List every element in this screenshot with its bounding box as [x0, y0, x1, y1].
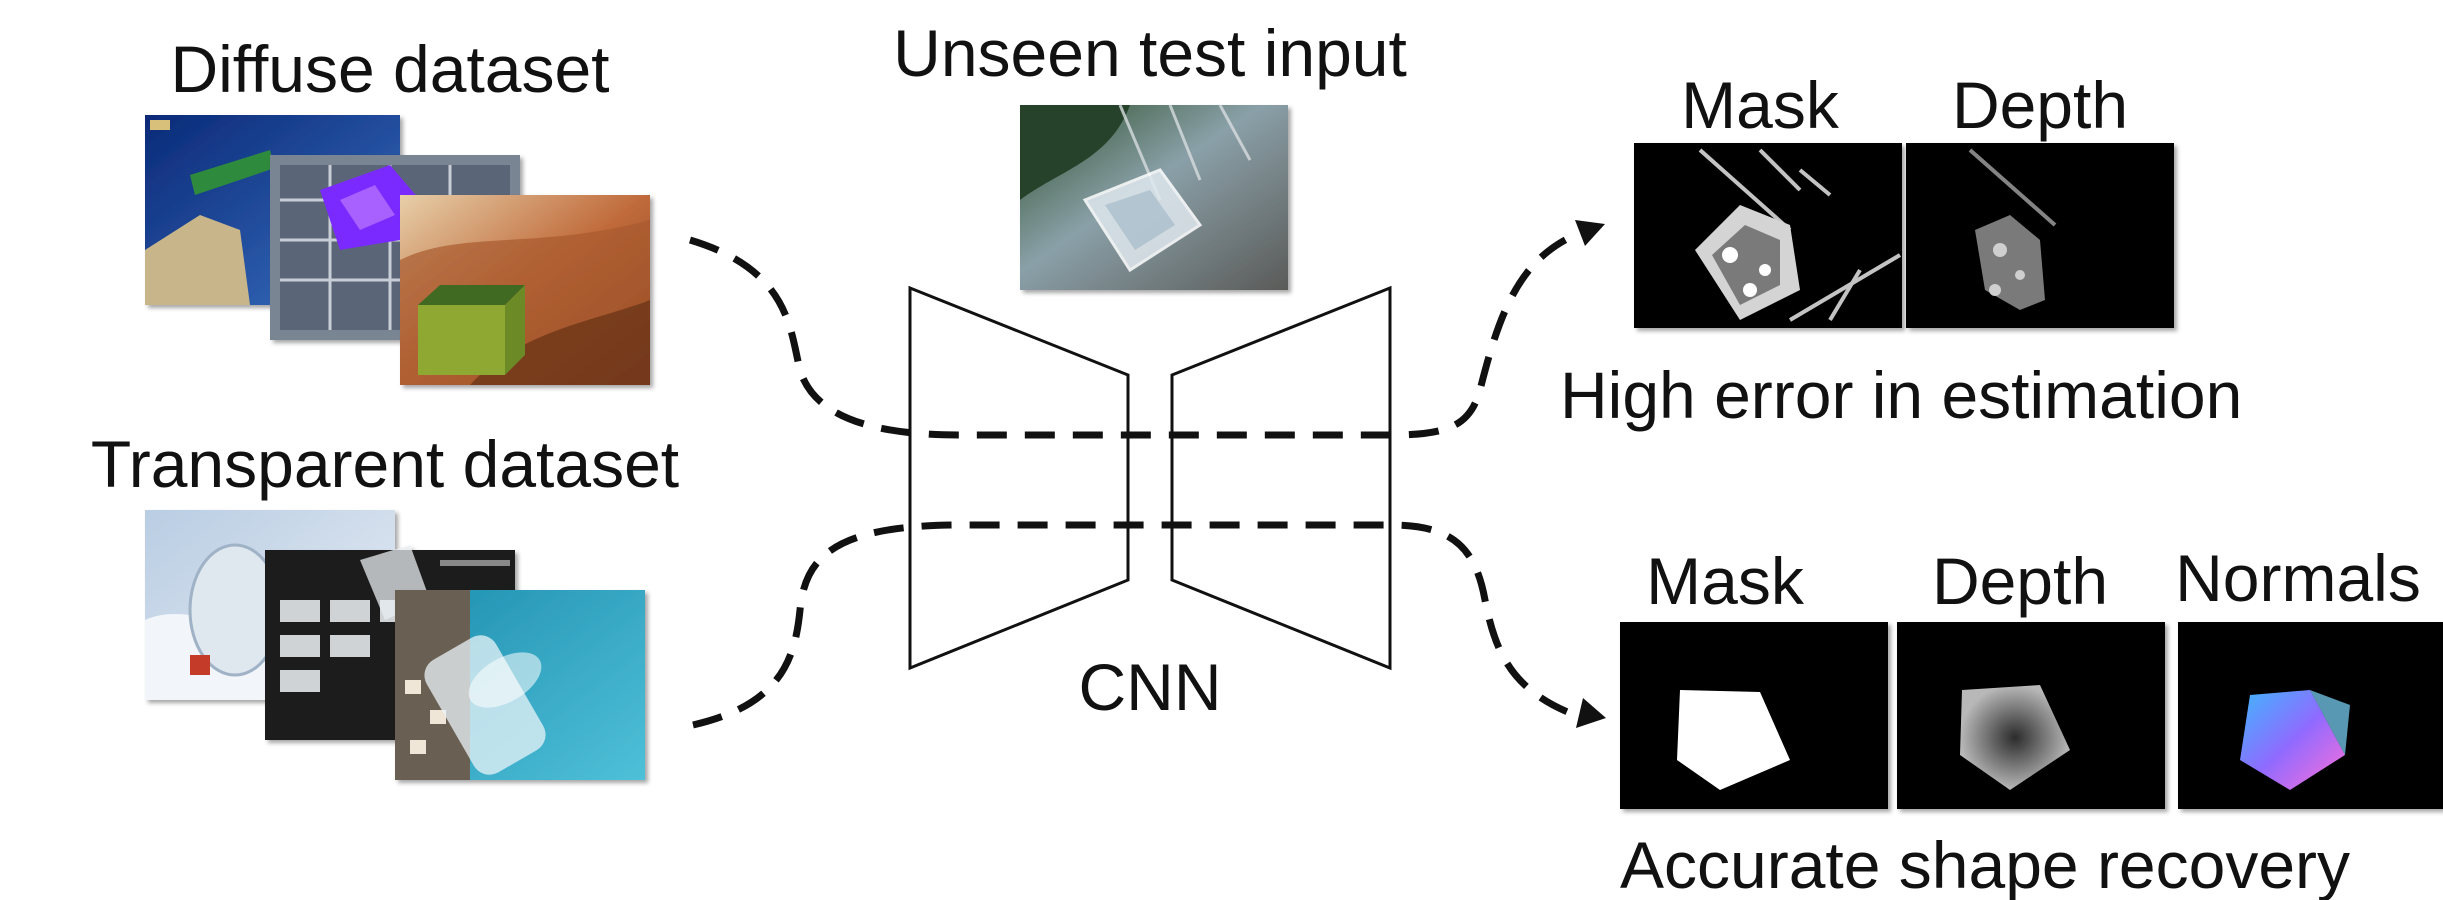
diffuse-dataset-title: Diffuse dataset [170, 32, 609, 106]
transparent-image-3 [395, 590, 645, 780]
cnn-encoder [908, 285, 1130, 671]
flow-paths [688, 231, 1577, 729]
bottom-normals-image [2178, 622, 2443, 809]
bottom-depth-label: Depth [1932, 544, 2108, 618]
arrow-head-bottom [1576, 698, 1606, 728]
bottom-normals-label: Normals [2175, 541, 2421, 615]
top-mask-label: Mask [1681, 68, 1840, 142]
arrow-head-top [1575, 220, 1605, 246]
bottom-mask-label: Mask [1646, 544, 1805, 618]
cnn-label: CNN [1079, 650, 1222, 724]
flow-path-bottom [692, 521, 1577, 729]
cnn-network [908, 285, 1392, 671]
flow-path-top [688, 231, 1577, 439]
top-depth-label: Depth [1952, 68, 2128, 142]
top-depth-image [1906, 143, 2174, 328]
diffuse-dataset-stack [145, 115, 650, 385]
bottom-mask-image [1620, 622, 1888, 809]
bottom-depth-image [1897, 622, 2165, 809]
high-error-caption: High error in estimation [1560, 358, 2242, 432]
unseen-test-input-title: Unseen test input [893, 16, 1407, 90]
diffuse-image-3 [400, 195, 650, 385]
transparent-dataset-title: Transparent dataset [91, 427, 679, 501]
unseen-test-image [1020, 104, 1288, 290]
accurate-recovery-caption: Accurate shape recovery [1620, 828, 2350, 900]
transparent-dataset-stack [145, 510, 645, 780]
cnn-decoder [1170, 285, 1392, 671]
top-mask-image [1634, 143, 1902, 328]
